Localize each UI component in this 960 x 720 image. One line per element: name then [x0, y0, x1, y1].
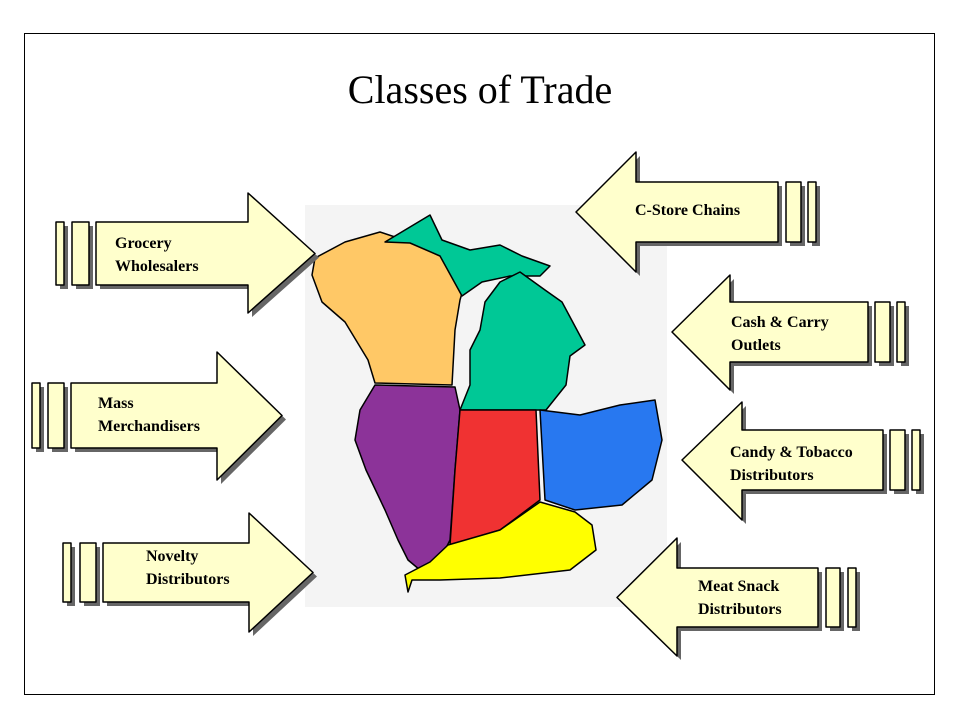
- arrow-cash-carry-outlets-stripe-1: [874, 301, 891, 363]
- arrow-novelty-distributors: [62, 512, 317, 636]
- arrow-mass-merchandisers: [31, 351, 286, 484]
- arrow-c-store-chains-stripe-1: [785, 181, 802, 243]
- arrow-meat-snack-distributors-stripe-1: [825, 567, 841, 628]
- great-lakes-map: [311, 214, 663, 593]
- arrow-cash-carry-outlets-stripe-2: [896, 301, 906, 363]
- arrow-mass-merchandisers-stripe-2: [47, 382, 65, 449]
- arrow-novelty-distributors-stripe-2: [79, 542, 97, 603]
- state-michigan-up: [384, 214, 551, 297]
- arrow-candy-tobacco-distributors-body: [681, 401, 884, 521]
- arrow-mass-merchandisers-stripe-1: [31, 382, 41, 449]
- arrow-meat-snack-distributors: [616, 537, 860, 660]
- arrow-cash-carry-outlets: [671, 274, 909, 394]
- arrow-novelty-distributors-body: [102, 512, 314, 633]
- slide-title: Classes of Trade: [347, 67, 613, 112]
- slide-frame: [24, 33, 935, 695]
- arrow-meat-snack-distributors-body: [616, 537, 819, 657]
- arrow-candy-tobacco-distributors-stripe-1: [889, 429, 906, 491]
- state-kentucky: [404, 501, 597, 593]
- arrow-novelty-distributors-stripe-1: [62, 542, 72, 603]
- state-michigan: [459, 271, 586, 411]
- arrow-candy-tobacco-distributors-stripe-2: [911, 429, 921, 491]
- state-ohio: [539, 399, 663, 511]
- arrow-mass-merchandisers-body: [70, 351, 283, 481]
- arrow-c-store-chains-body: [575, 151, 779, 273]
- arrow-grocery-wholesalers-stripe-2: [71, 221, 90, 286]
- arrow-grocery-wholesalers-stripe-1: [55, 221, 65, 286]
- arrow-cash-carry-outlets-body: [671, 274, 869, 391]
- arrow-grocery-wholesalers-body: [95, 192, 316, 314]
- arrow-c-store-chains: [575, 151, 820, 276]
- arrow-meat-snack-distributors-stripe-2: [847, 567, 857, 628]
- state-wisconsin: [311, 231, 469, 386]
- arrow-candy-tobacco-distributors: [681, 401, 924, 524]
- arrow-c-store-chains-stripe-2: [807, 181, 817, 243]
- arrow-grocery-wholesalers: [55, 192, 319, 317]
- arrow-label-c-store-chains: C-Store Chains: [635, 202, 741, 219]
